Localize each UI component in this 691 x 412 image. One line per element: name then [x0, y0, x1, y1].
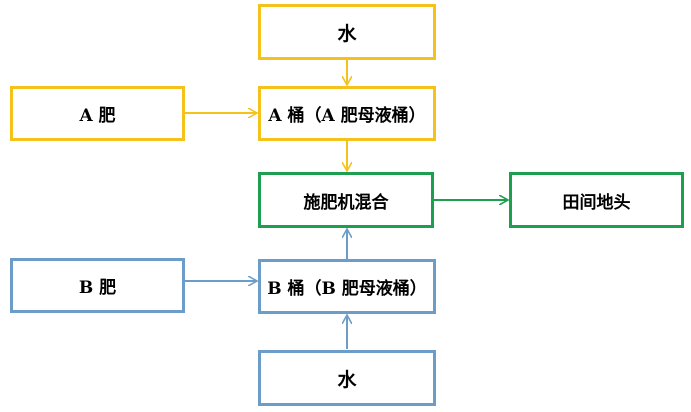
fertilizer-b-node: B 肥: [10, 258, 185, 313]
fertilizer-b-label: B 肥: [78, 278, 117, 298]
water-top-label: 水: [337, 22, 357, 45]
field-node: 田间地头: [509, 172, 684, 228]
fertilizer-a-label: A 肥: [79, 106, 116, 126]
water-bottom-label: 水: [337, 368, 357, 391]
field-label: 田间地头: [562, 192, 631, 213]
bucket-a-label: A 桶（A 肥母液桶）: [268, 106, 426, 126]
bucket-b-node: B 桶（B 肥母液桶）: [258, 259, 436, 314]
mixer-node: 施肥机混合: [258, 172, 434, 228]
mixer-label: 施肥机混合: [303, 192, 389, 213]
fertilizer-a-node: A 肥: [10, 86, 185, 141]
bucket-a-node: A 桶（A 肥母液桶）: [258, 86, 436, 141]
bucket-b-label: B 桶（B 肥母液桶）: [267, 279, 427, 299]
water-top-node: 水: [258, 4, 436, 60]
water-bottom-node: 水: [258, 350, 436, 406]
